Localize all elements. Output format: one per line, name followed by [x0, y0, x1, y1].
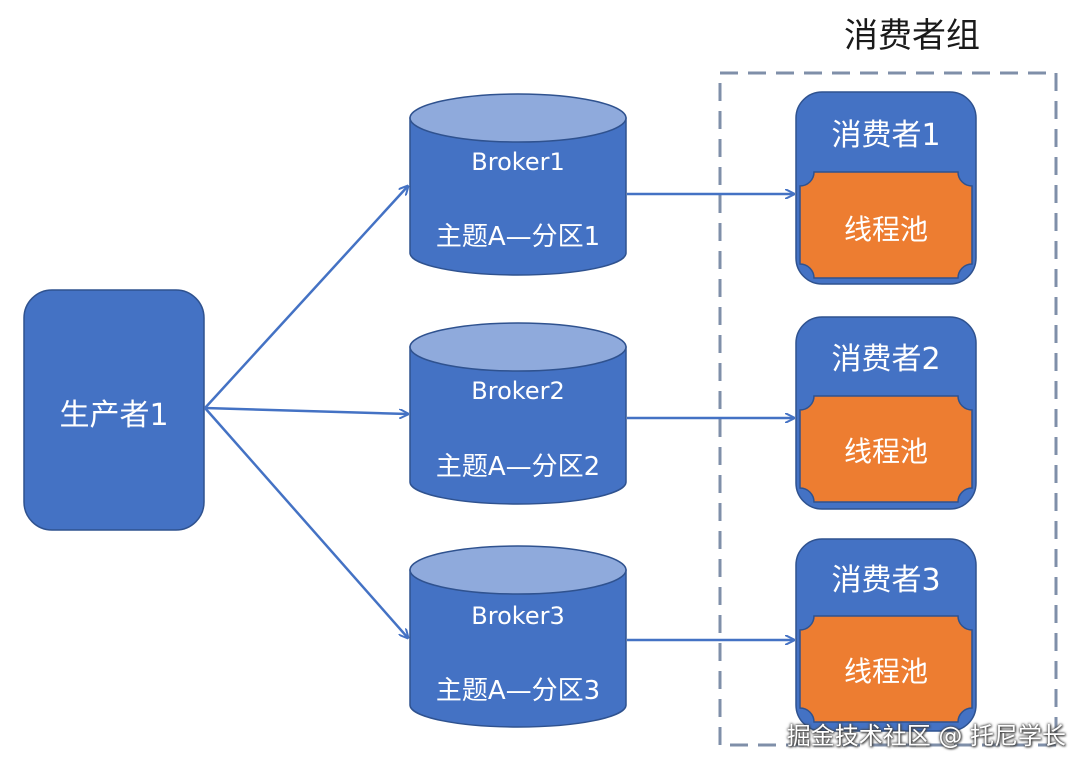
consumer2-name: 消费者2	[831, 342, 941, 377]
consumer1-pool-label: 线程池	[843, 213, 928, 246]
consumer2-pool-label: 线程池	[843, 435, 928, 468]
arrow-producer-to-broker2	[204, 406, 408, 414]
arrow-producer-to-broker1	[204, 186, 408, 409]
producer-box	[23, 289, 205, 531]
consumer1-pool-box	[799, 171, 973, 279]
consumer3-pool-box	[799, 615, 973, 723]
producer-label: 生产者1	[59, 398, 169, 433]
consumer3-pool-label: 线程池	[843, 655, 928, 688]
broker1-partition: 主题A—分区1	[435, 222, 601, 252]
consumer1-name: 消费者1	[831, 118, 941, 153]
broker2-partition: 主题A—分区2	[435, 452, 601, 482]
consumer-group-title: 消费者组	[844, 16, 980, 56]
consumer3-name: 消费者3	[831, 563, 941, 598]
broker3-cylinder	[409, 545, 627, 728]
broker1-cylinder	[409, 93, 627, 276]
broker3-partition: 主题A—分区3	[435, 676, 601, 706]
consumer2-pool-box	[799, 395, 973, 503]
broker2-name: Broker2	[471, 377, 565, 405]
watermark: 掘金技术社区 @ 托尼学长	[786, 722, 1066, 750]
broker1-name: Broker1	[471, 148, 565, 176]
broker3-name: Broker3	[471, 602, 565, 630]
broker2-cylinder	[409, 322, 627, 505]
consumer-group-border	[718, 71, 1058, 747]
arrow-producer-to-broker3	[204, 407, 408, 638]
